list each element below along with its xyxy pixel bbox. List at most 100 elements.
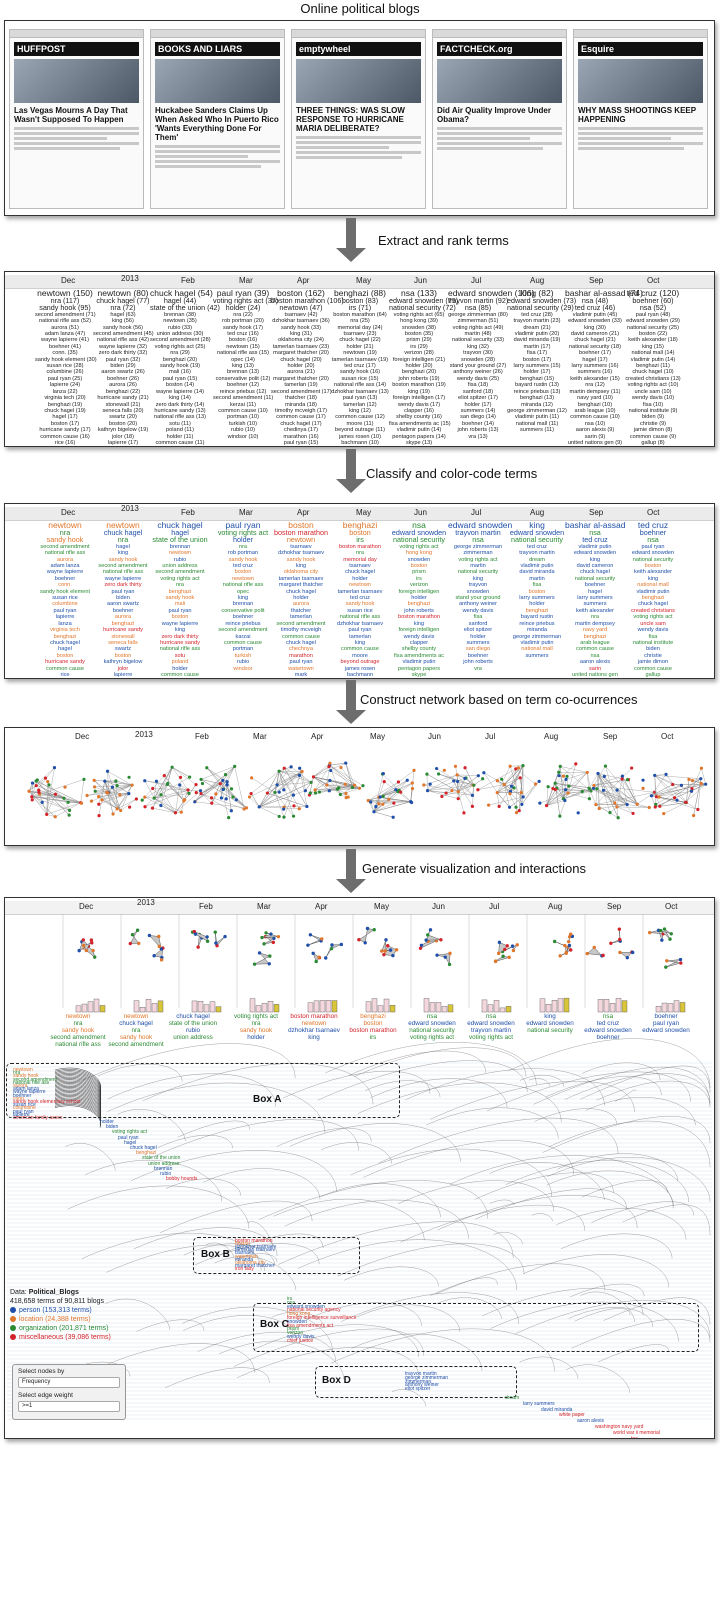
timeline-term-label[interactable]: edward snowden	[287, 1303, 325, 1310]
timeline-term-label[interactable]: george zimmerman	[405, 1374, 449, 1381]
viz-term[interactable]: nra	[73, 1020, 83, 1027]
timeline-term-label[interactable]: washington navy yard	[595, 1424, 644, 1430]
timeline-term-label[interactable]: benghazi	[136, 1150, 157, 1157]
timeline-term-label[interactable]: prism	[287, 1326, 300, 1333]
timeline-term-label[interactable]: rubio	[160, 1171, 172, 1177]
timeline-term-label[interactable]: iron lady	[235, 1265, 254, 1272]
viz-term[interactable]: newtown	[123, 1013, 149, 1020]
timeline-term-label[interactable]: columbine	[13, 1105, 36, 1112]
timeline-term-label[interactable]: zimmerman	[405, 1378, 432, 1385]
timeline-term-label[interactable]: miranda	[235, 1256, 254, 1263]
timeline-term-label[interactable]: world war ii memorial	[613, 1429, 660, 1436]
timeline-term-label[interactable]: dream	[505, 1395, 520, 1401]
timeline-term-label[interactable]: chief justice	[287, 1337, 314, 1344]
viz-term[interactable]: nra	[251, 1020, 261, 1027]
viz-term[interactable]: edward snowden	[467, 1020, 515, 1027]
viz-term[interactable]: voting rights act	[409, 1034, 455, 1041]
viz-term[interactable]: newtown	[301, 1020, 327, 1027]
timeline-term-label[interactable]: nsa	[287, 1299, 296, 1306]
box-c[interactable]: Box C	[253, 1303, 699, 1352]
cluster-glyph[interactable]	[647, 927, 686, 1013]
timeline-term-label[interactable]: paul ryan	[13, 1108, 34, 1115]
viz-term[interactable]: edward snowden	[642, 1027, 690, 1034]
select-nodes-dropdown[interactable]: Frequency	[18, 1377, 120, 1388]
cluster-glyph[interactable]	[418, 928, 454, 1013]
viz-term[interactable]: paul ryan	[653, 1020, 679, 1027]
timeline-term-label[interactable]: state of the union	[142, 1155, 181, 1162]
timeline-term-label[interactable]: aaron alexis	[577, 1418, 604, 1425]
timeline-term-label[interactable]: eliot spitzer	[405, 1386, 431, 1393]
viz-term[interactable]: edward snowden	[408, 1020, 456, 1027]
viz-term[interactable]: boston marathon	[349, 1027, 397, 1034]
timeline-term-label[interactable]: tsarnaev	[235, 1250, 255, 1257]
timeline-term-label[interactable]: national security agency	[287, 1307, 341, 1314]
timeline-term-label[interactable]: hong kong	[287, 1311, 311, 1318]
cluster-glyph[interactable]	[249, 931, 281, 1013]
timeline-term-label[interactable]: foreign intelligence surveillance	[287, 1315, 357, 1321]
viz-term[interactable]: king	[308, 1034, 320, 1041]
timeline-term-label[interactable]: newtown	[13, 1067, 33, 1073]
timeline-term-label[interactable]: holder	[100, 1119, 114, 1125]
viz-term[interactable]: nsa	[485, 1013, 497, 1020]
viz-term[interactable]: national security	[527, 1027, 573, 1034]
viz-term[interactable]: national rifle ass	[55, 1041, 101, 1048]
viz-term[interactable]: sandy hook	[61, 1027, 95, 1034]
viz-term[interactable]: benghazi	[360, 1013, 386, 1020]
viz-term[interactable]: dzhokhar tsarnaev	[288, 1027, 340, 1034]
viz-term[interactable]: boston marathon	[290, 1013, 338, 1020]
viz-term[interactable]: holder	[247, 1034, 265, 1041]
timeline-term-label[interactable]: biden	[106, 1124, 119, 1131]
timeline-term-label[interactable]: fisa amendments act	[287, 1322, 334, 1329]
timeline-term-label[interactable]: anthony weiner	[405, 1382, 439, 1389]
timeline-term-label[interactable]: hagel	[124, 1139, 137, 1146]
viz-term[interactable]: trayvon martin	[471, 1027, 511, 1034]
timeline-term-label[interactable]: watertown	[235, 1253, 258, 1260]
viz-term[interactable]: newtown	[65, 1013, 91, 1020]
timeline-term-label[interactable]: lapierre	[13, 1111, 30, 1118]
timeline-term-label[interactable]: bobby hounds	[166, 1176, 198, 1183]
cluster-glyph[interactable]	[357, 926, 399, 1013]
timeline-term-label[interactable]: paul ryan	[118, 1134, 139, 1141]
viz-term[interactable]: sandy hook	[239, 1027, 273, 1034]
cluster-glyph[interactable]	[585, 927, 635, 1013]
timeline-term-label[interactable]: aurora	[13, 1083, 28, 1089]
viz-term[interactable]: rubio	[185, 1027, 200, 1034]
cluster-glyph[interactable]	[75, 938, 106, 1013]
viz-term[interactable]: edward snowden	[584, 1027, 632, 1034]
viz-term[interactable]: chuck hagel	[119, 1020, 153, 1027]
timeline-term-label[interactable]: sandy hook elementary school	[13, 1099, 81, 1105]
timeline-term-label[interactable]: larry summers	[523, 1400, 555, 1407]
timeline-term-label[interactable]: chuck hagel	[130, 1145, 157, 1151]
timeline-term-label[interactable]: american family assoc	[13, 1115, 63, 1121]
timeline-term-label[interactable]: margaret thatcher	[235, 1262, 275, 1269]
cluster-glyph[interactable]	[306, 933, 344, 1013]
box-a[interactable]: Box A	[6, 1063, 400, 1118]
timeline-term-label[interactable]: conn.	[13, 1095, 26, 1102]
viz-term[interactable]: nra	[131, 1027, 141, 1034]
viz-term[interactable]: union address	[173, 1034, 213, 1041]
timeline-term-label[interactable]: white paper	[559, 1412, 585, 1419]
box-b[interactable]: Box B	[193, 1237, 360, 1274]
timeline-term-label[interactable]: trayvon martin	[405, 1371, 437, 1377]
viz-term[interactable]: chuck hagel	[176, 1013, 210, 1020]
box-d[interactable]: Box D	[315, 1366, 517, 1398]
viz-term[interactable]: boehner	[596, 1034, 620, 1041]
timeline-term-label[interactable]: oklahoma city	[235, 1259, 266, 1266]
viz-term[interactable]: nsa	[602, 1013, 614, 1020]
cluster-glyph[interactable]	[481, 940, 519, 1013]
viz-term[interactable]: second amendment	[50, 1034, 106, 1041]
timeline-term-label[interactable]: verizon	[287, 1330, 304, 1337]
timeline-term-label[interactable]: dzhokhar tsarnaev	[235, 1244, 277, 1251]
timeline-term-label[interactable]: boehner	[13, 1092, 32, 1099]
timeline-term-label[interactable]: nra	[13, 1070, 21, 1077]
timeline-term-label[interactable]: national rifle ass	[13, 1079, 50, 1086]
timeline-term-label[interactable]: wayne lapierre	[13, 1089, 46, 1096]
timeline-term-label[interactable]: boston marathon	[235, 1238, 273, 1244]
timeline-term-label[interactable]: susan rice	[13, 1102, 36, 1109]
timeline-term-label[interactable]: tamerlan tsarnaev	[235, 1247, 276, 1254]
cluster-glyph[interactable]	[190, 929, 227, 1013]
viz-term[interactable]: voting rights act	[233, 1013, 279, 1020]
viz-term[interactable]: nsa	[426, 1013, 438, 1020]
timeline-term-label[interactable]: union address	[148, 1160, 180, 1167]
timeline-term-label[interactable]: irs	[287, 1296, 293, 1302]
